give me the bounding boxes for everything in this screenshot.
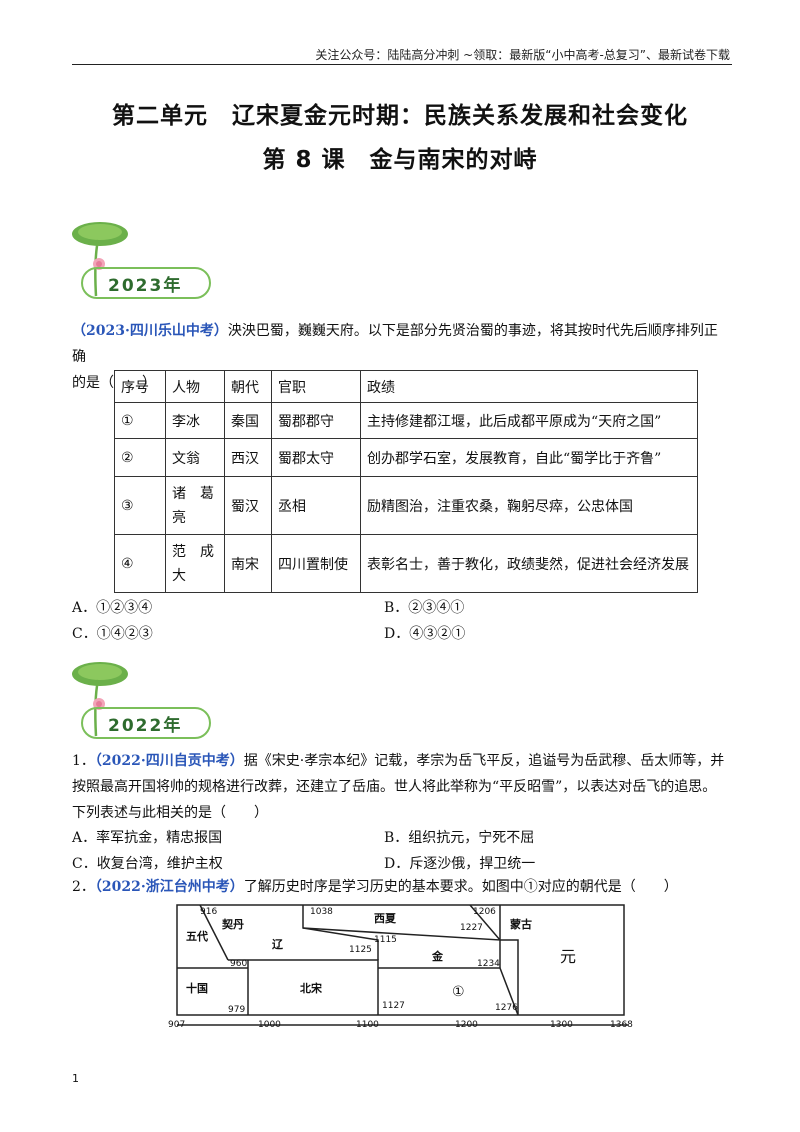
year-label-2022: 2022年 <box>108 716 183 736</box>
question-stem: 了解历史时序是学习历史的基本要求。如图中①对应的朝代是（ ） <box>243 879 678 895</box>
region-label: 五代 <box>186 929 208 943</box>
table-header: 人物 <box>165 370 225 403</box>
year-label: 1234 <box>477 959 500 969</box>
table-cell: 创办郡学石室，发展教育，自此“蜀学比于齐鲁” <box>360 438 698 477</box>
question-1: 1．（2022·四川自贡中考）据《宋史·孝宗本纪》记载，孝宗为岳飞平反，追谥号为… <box>72 748 730 826</box>
lotus-leaf-icon <box>72 662 211 739</box>
year-label: 1125 <box>349 945 372 955</box>
timeline-divider <box>302 905 379 960</box>
option-d[interactable]: D．④③②① <box>384 626 466 642</box>
axis-tick: 1300 <box>550 1020 573 1030</box>
axis-tick: 1100 <box>356 1020 379 1030</box>
option-c[interactable]: C．①④②③ <box>72 626 153 642</box>
table-cell: 西汉 <box>224 438 272 477</box>
axis-tick: 907 <box>168 1020 185 1030</box>
question-source: （2022·四川自贡中考） <box>94 753 244 769</box>
question-source: （2022·浙江台州中考） <box>94 879 244 895</box>
question-2023: （2023·四川乐山中考）泱泱巴蜀，巍巍天府。以下是部分先贤治蜀的事迹，将其按时… <box>72 318 730 396</box>
dynasty-timeline-diagram: 916 960 979 1038 1115 1125 1127 1206 122… <box>168 904 633 1030</box>
question-2: 2．（2022·浙江台州中考）了解历史时序是学习历史的基本要求。如图中①对应的朝… <box>72 874 730 900</box>
region-label: 契丹 <box>221 917 244 931</box>
year-label: 1127 <box>382 1001 405 1011</box>
option-d[interactable]: D．斥逐沙俄，捍卫统一 <box>384 856 536 872</box>
table-cell: 南宋 <box>224 534 272 593</box>
year-label-2023: 2023年 <box>108 276 183 296</box>
year-label: 979 <box>228 1005 245 1015</box>
table-cell: 丞相 <box>271 476 361 535</box>
table-header: 政绩 <box>360 370 698 403</box>
table-cell: ③ <box>114 476 166 535</box>
table-cell: 范 成大 <box>165 534 225 593</box>
year-label: 960 <box>230 959 247 969</box>
table-header: 朝代 <box>224 370 272 403</box>
table-cell: 蜀郡太守 <box>271 438 361 477</box>
question-number: 2． <box>72 879 95 895</box>
option-b[interactable]: B．组织抗元，宁死不屈 <box>384 830 535 846</box>
table-cell: 主持修建都江堰，此后成都平原成为“天府之国” <box>360 402 698 439</box>
table-row: ① 李冰 秦国 蜀郡郡守 主持修建都江堰，此后成都平原成为“天府之国” <box>114 402 698 439</box>
question-stem: 泱泱巴蜀，巍巍天府。以下是部分先贤治蜀的事迹，将其按时代先后顺序排列正确 <box>72 323 718 365</box>
axis-tick: 1200 <box>455 1020 478 1030</box>
option-a[interactable]: A．①②③④ <box>72 600 153 616</box>
table-cell: 文翁 <box>165 438 225 477</box>
option-c[interactable]: C．收复台湾，维护主权 <box>72 856 223 872</box>
year-label: 1276 <box>495 1003 518 1013</box>
axis-tick: 1368 <box>610 1020 633 1030</box>
table-cell: 表彰名士，善于教化，政绩斐然，促进社会经济发展 <box>360 534 698 593</box>
year-badge-2022: 2022年 <box>72 660 217 740</box>
year-label: 1206 <box>473 907 496 917</box>
table-cell: 四川置制使 <box>271 534 361 593</box>
region-label: 金 <box>431 949 444 963</box>
option-b[interactable]: B．②③④① <box>384 600 465 616</box>
timeline-divider <box>199 904 229 961</box>
unit-title: 第二单元 辽宋夏金元时期：民族关系发展和社会变化 <box>112 103 688 129</box>
question-source: （2023·四川乐山中考） <box>72 323 228 339</box>
region-label: 十国 <box>186 981 208 995</box>
table-header: 序号 <box>114 370 166 403</box>
table-cell: 李冰 <box>165 402 225 439</box>
region-label: 西夏 <box>374 912 397 925</box>
table-cell: 蜀郡郡守 <box>271 402 361 439</box>
question-stem-cont: 下列表述与此相关的是（ ） <box>72 805 268 821</box>
governors-table: 序号 人物 朝代 官职 政绩 ① 李冰 秦国 蜀郡郡守 主持修建都江堰，此后成都… <box>114 370 698 593</box>
region-label: 元 <box>560 947 576 966</box>
question-stem: 据《宋史·孝宗本纪》记载，孝宗为岳飞平反，追谥号为岳武穆、岳太师等，并 <box>243 753 725 769</box>
axis-tick: 1000 <box>258 1020 281 1030</box>
page-number: 1 <box>72 1072 79 1085</box>
region-label: 辽 <box>272 938 284 951</box>
question-stem-cont: 按照最高开国将帅的规格进行改葬，还建立了岳庙。世人将此举称为“平反昭雪”，以表达… <box>72 779 717 795</box>
table-row: ③ 诸 葛亮 蜀汉 丞相 励精图治，注重农桑，鞠躬尽瘁，公忠体国 <box>114 476 698 535</box>
year-label: 916 <box>200 907 217 917</box>
header-note: 关注公众号：陆陆高分冲刺 ~领取：最新版“小中高考-总复习”、最新试卷下载 <box>315 48 730 62</box>
year-label: 1038 <box>310 907 333 917</box>
table-cell: ④ <box>114 534 166 593</box>
table-row: ④ 范 成大 南宋 四川置制使 表彰名士，善于教化，政绩斐然，促进社会经济发展 <box>114 534 698 593</box>
table-cell: ② <box>114 438 166 477</box>
year-label: 1227 <box>460 923 483 933</box>
region-label: 北宋 <box>300 981 323 995</box>
table-cell: ① <box>114 402 166 439</box>
year-label: 1115 <box>374 935 397 945</box>
region-label: 蒙古 <box>510 917 532 931</box>
year-badge-2023: 2023年 <box>72 220 217 300</box>
table-row: ② 文翁 西汉 蜀郡太守 创办郡学石室，发展教育，自此“蜀学比于齐鲁” <box>114 438 698 477</box>
timeline-divider <box>500 939 519 1015</box>
table-cell: 励精图治，注重农桑，鞠躬尽瘁，公忠体国 <box>360 476 698 535</box>
table-cell: 蜀汉 <box>224 476 272 535</box>
table-header: 官职 <box>271 370 361 403</box>
table-header-row: 序号 人物 朝代 官职 政绩 <box>114 370 698 403</box>
table-cell: 诸 葛亮 <box>165 476 225 535</box>
lesson-title: 第 8 课 金与南宋的对峙 <box>262 147 538 173</box>
question-number: 1． <box>72 753 95 769</box>
region-label: ① <box>452 984 465 1000</box>
option-a[interactable]: A．率军抗金，精忠报国 <box>72 830 223 846</box>
table-cell: 秦国 <box>224 402 272 439</box>
timeline-frame <box>176 904 625 1016</box>
header-rule <box>72 64 732 65</box>
lotus-leaf-icon <box>72 222 211 299</box>
